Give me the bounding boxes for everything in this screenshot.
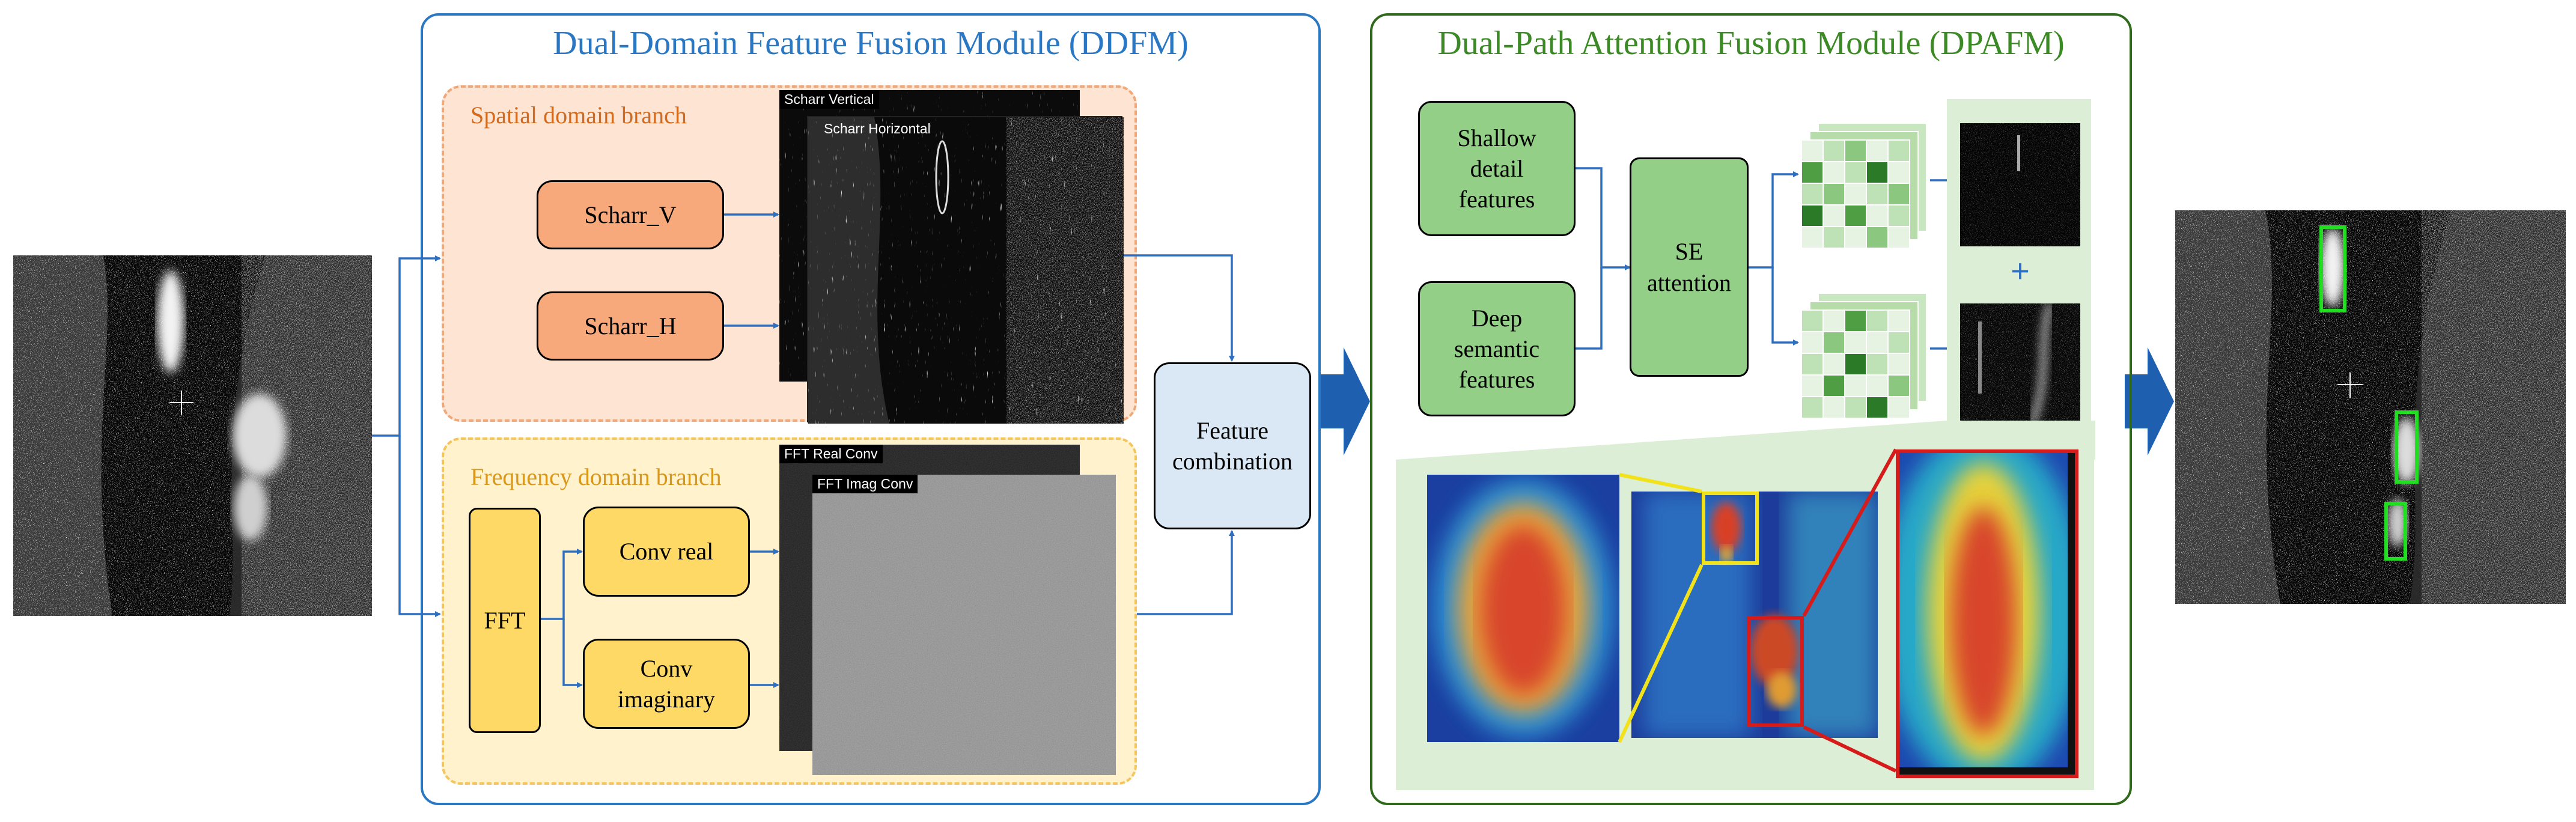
attention-cell [1801, 396, 1824, 419]
fft-imag-map: FFT Imag Conv [812, 475, 1116, 775]
big-arrow-1 [1321, 347, 1370, 455]
attention-cell [1822, 309, 1845, 332]
attention-cell [1844, 353, 1867, 376]
attention-cell [1866, 139, 1889, 162]
plus-sign: + [2011, 253, 2030, 289]
detection-box-2 [2395, 410, 2419, 484]
attention-cell [1887, 183, 1910, 206]
attention-cell [1844, 374, 1867, 397]
scharr-h-block: Scharr_H [537, 291, 724, 361]
attention-cell [1866, 183, 1889, 206]
heatmap-red-roi [1747, 616, 1804, 727]
attention-cell [1887, 161, 1910, 184]
fft-real-label: FFT Real Conv [779, 445, 883, 463]
attention-cell [1822, 396, 1845, 419]
attention-cell [1844, 331, 1867, 354]
scharr-vertical-label: Scharr Vertical [779, 90, 879, 109]
scharr-horizontal-label: Scharr Horizontal [824, 121, 931, 136]
attention-cell [1801, 161, 1824, 184]
se-attention-block: SE attention [1630, 157, 1749, 377]
heatmap-zoom-left [1427, 475, 1619, 742]
input-sar-image [13, 255, 372, 616]
scharr-v-block: Scharr_V [537, 180, 724, 249]
attention-cell [1822, 161, 1845, 184]
feature-combination-block: Feature combination [1154, 362, 1311, 529]
fft-imag-label: FFT Imag Conv [812, 475, 918, 493]
shallow-features-block: Shallow detail features [1418, 101, 1576, 236]
attention-cell [1822, 139, 1845, 162]
attention-cell [1866, 331, 1889, 354]
weighted-shallow-map [1960, 123, 2080, 246]
attention-cell [1887, 331, 1910, 354]
ddfm-module [421, 13, 1321, 805]
spatial-branch-title: Spatial domain branch [470, 102, 687, 129]
attention-cell [1822, 204, 1845, 227]
attention-cell [1844, 226, 1867, 249]
big-arrow-2 [2125, 347, 2174, 455]
heatmap-full [1631, 492, 1878, 738]
attention-cell [1887, 309, 1910, 332]
output-detection-image [2175, 210, 2566, 604]
attention-cell [1887, 139, 1910, 162]
attention-cell [1887, 396, 1910, 419]
detection-box-3 [2384, 502, 2407, 561]
frequency-branch-title: Frequency domain branch [470, 463, 722, 490]
dpafm-module [1370, 13, 2132, 805]
attention-cell [1801, 204, 1824, 227]
attention-cell [1822, 226, 1845, 249]
attention-cell [1801, 226, 1824, 249]
conv-real-block: Conv real [583, 507, 750, 597]
heatmap-yellow-roi [1702, 492, 1759, 565]
weighted-deep-map [1960, 303, 2080, 424]
heatmap-zoom-right [1896, 449, 2078, 778]
attention-weights-bottom [1801, 293, 1927, 419]
attention-weights-top [1801, 123, 1927, 249]
attention-cell [1866, 374, 1889, 397]
detection-box-1 [2319, 225, 2346, 312]
attention-cell [1887, 226, 1910, 249]
scharr-horizontal-map: Scharr Horizontal [808, 117, 1124, 424]
ddfm-title: Dual-Domain Feature Fusion Module (DDFM) [553, 25, 1189, 62]
attention-cell [1844, 396, 1867, 419]
attention-cell [1844, 309, 1867, 332]
attention-cell [1822, 353, 1845, 376]
dpafm-title: Dual-Path Attention Fusion Module (DPAFM… [1437, 25, 2065, 62]
fft-block: FFT [469, 508, 541, 733]
attention-cell [1887, 204, 1910, 227]
deep-features-block: Deep semantic features [1418, 281, 1576, 416]
conv-imaginary-block: Conv imaginary [583, 639, 750, 729]
